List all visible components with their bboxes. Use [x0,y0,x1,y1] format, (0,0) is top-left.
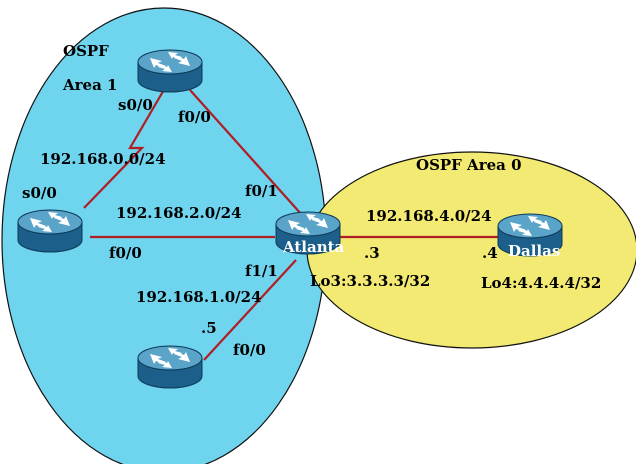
router-name-dallas: Dallas [508,242,560,260]
atlanta-ip-suffix: .3 [364,244,380,262]
serial-link-top-left [83,87,166,209]
left-router-f0-label: f0/0 [109,244,142,262]
top-router-f0-label: f0/0 [178,108,211,126]
link-atlanta-bottom [203,259,297,361]
atlanta-f01-label: f0/1 [245,182,278,200]
atlanta-f11-label: f1/1 [245,262,278,280]
router-name-atlanta: Atlanta [282,238,345,256]
bottom-router-ip-suffix: .5 [201,319,217,337]
router-icon [17,209,83,253]
top-router-s0-label: s0/0 [118,96,153,114]
network-192-168-0-0: 192.168.0.0/24 [40,150,166,168]
area0-label: OSPF Area 0 [416,156,522,174]
link-top-atlanta [189,89,303,216]
atlanta-loopback-label: Lo3:3.3.3.3/32 [310,272,430,290]
network-192-168-4-0: 192.168.4.0/24 [366,207,492,225]
area1-label-line1: OSPF [63,42,109,60]
bottom-router-f0-label: f0/0 [233,341,266,359]
dallas-loopback-label: Lo4:4.4.4.4/32 [481,274,601,292]
network-192-168-1-0: 192.168.1.0/24 [136,288,262,306]
router-icon [137,49,203,93]
left-router-s0-label: s0/0 [22,184,57,202]
ospf-area-0-region [306,151,636,349]
router-icon [137,345,203,389]
network-192-168-2-0: 192.168.2.0/24 [116,204,242,222]
dallas-ip-suffix: .4 [482,244,498,262]
area1-label-line2: Area 1 [62,76,117,94]
